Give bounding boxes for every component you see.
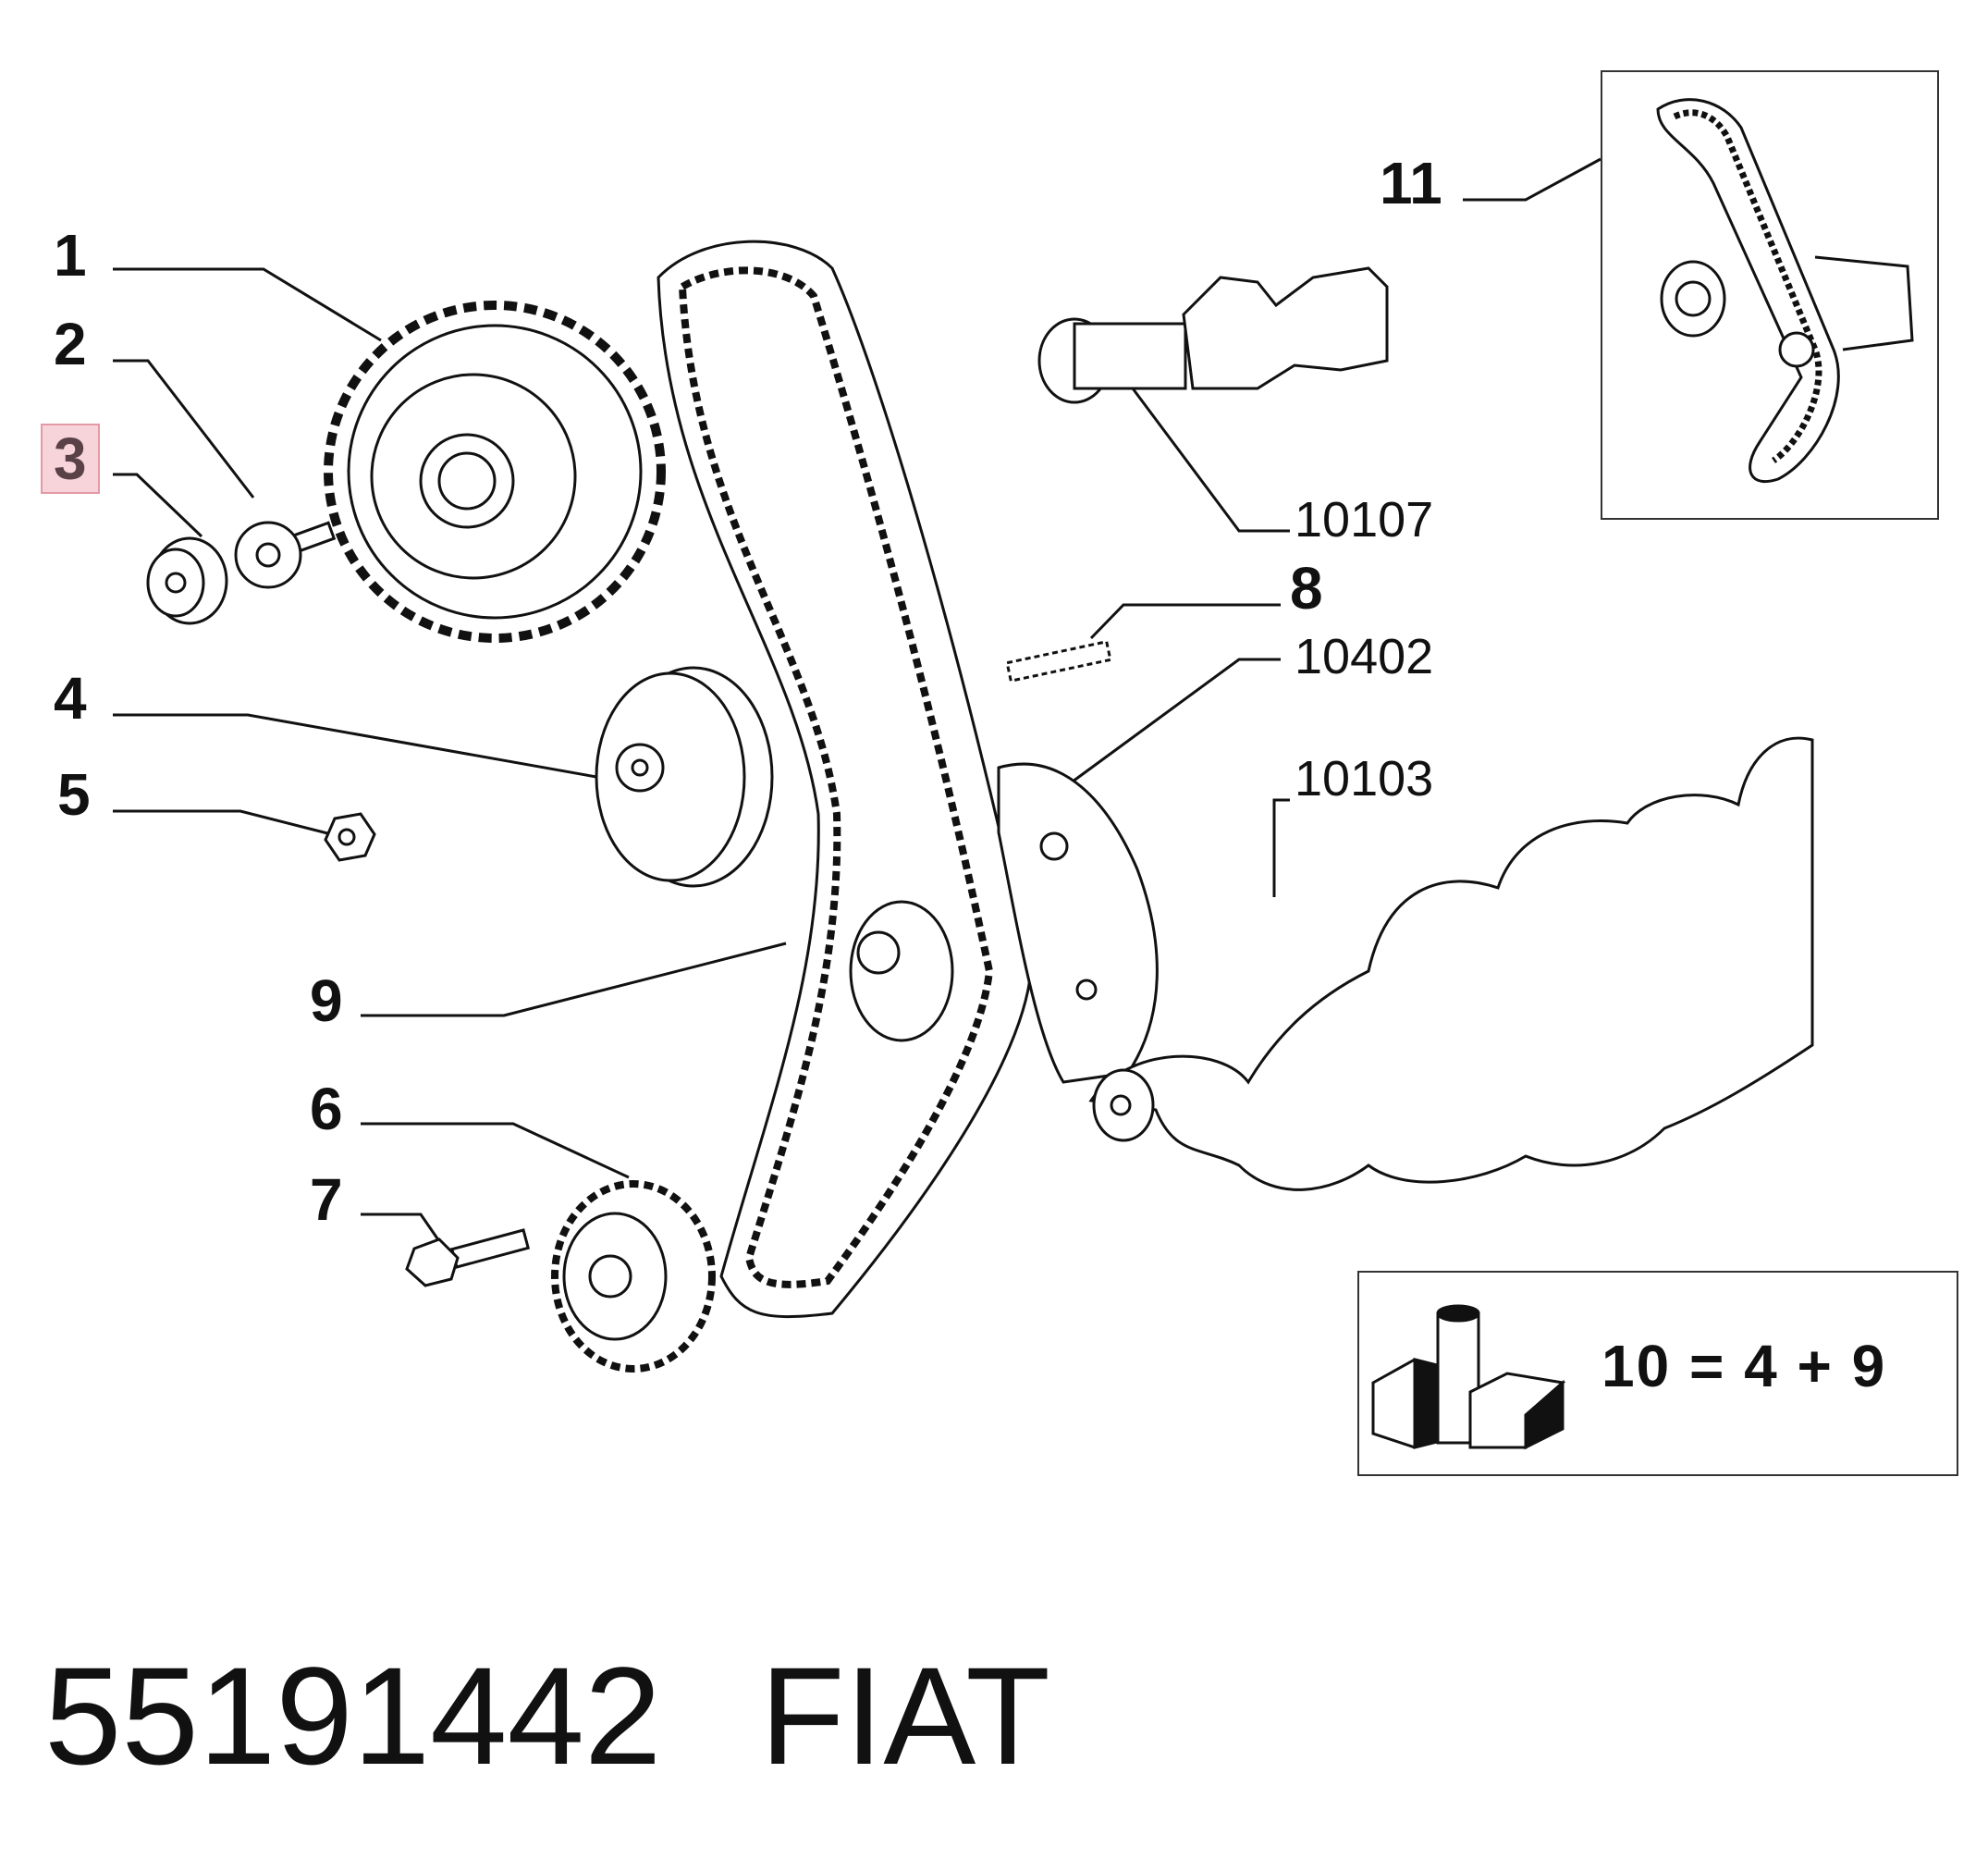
- brand-name: FIAT: [760, 1638, 1050, 1793]
- callout-1: 1: [54, 222, 87, 289]
- leader-6: [361, 1122, 630, 1179]
- part-number: 55191442: [44, 1638, 662, 1793]
- bolt-7: [405, 1228, 531, 1287]
- nut-5: [324, 812, 376, 862]
- leader-8: [1089, 603, 1281, 640]
- leader-2: [113, 359, 255, 499]
- leader-5: [113, 809, 343, 839]
- callout-10402: 10402: [1295, 629, 1434, 684]
- callout-10107: 10107: [1295, 492, 1434, 548]
- camshaft-10107: [1037, 266, 1389, 404]
- kit-composition-box: 10 = 4 + 9: [1357, 1271, 1958, 1476]
- engine-block-10402: [849, 762, 1159, 1084]
- belt-inset-drawing: [1656, 98, 1914, 484]
- leader-10107: [1131, 388, 1290, 533]
- leader-4: [113, 713, 597, 779]
- leader-1: [113, 267, 382, 342]
- tensioner-4: [595, 666, 774, 888]
- leader-9: [361, 942, 787, 1017]
- callout-7: 7: [310, 1166, 343, 1233]
- belt-inset-view: [1601, 70, 1939, 520]
- leader-7: [361, 1213, 441, 1242]
- callout-10103: 10103: [1295, 751, 1434, 806]
- leader-10402: [1072, 658, 1281, 783]
- timing-belt-9: [657, 240, 1033, 1319]
- washer-3: [146, 536, 228, 625]
- kit-box-icon: [1371, 1304, 1566, 1450]
- crankshaft-10103: [1088, 736, 1814, 1191]
- bolt-2: [234, 521, 337, 589]
- callout-8: 8: [1290, 555, 1323, 622]
- callout-11: 11: [1380, 150, 1442, 216]
- cam-pulley: [324, 301, 666, 643]
- callout-9: 9: [310, 967, 343, 1034]
- callout-5: 5: [57, 761, 91, 828]
- callout-4: 4: [54, 665, 87, 732]
- stud-8: [1005, 640, 1112, 683]
- callout-2: 2: [54, 311, 87, 377]
- callout-6: 6: [310, 1076, 343, 1142]
- crank-gear-6: [551, 1180, 716, 1373]
- kit-equation: 10 = 4 + 9: [1601, 1333, 1887, 1399]
- callout-3-highlighted: 3: [41, 424, 100, 494]
- leader-3: [113, 473, 203, 538]
- leader-10103: [1272, 798, 1290, 897]
- leader-11: [1463, 157, 1601, 202]
